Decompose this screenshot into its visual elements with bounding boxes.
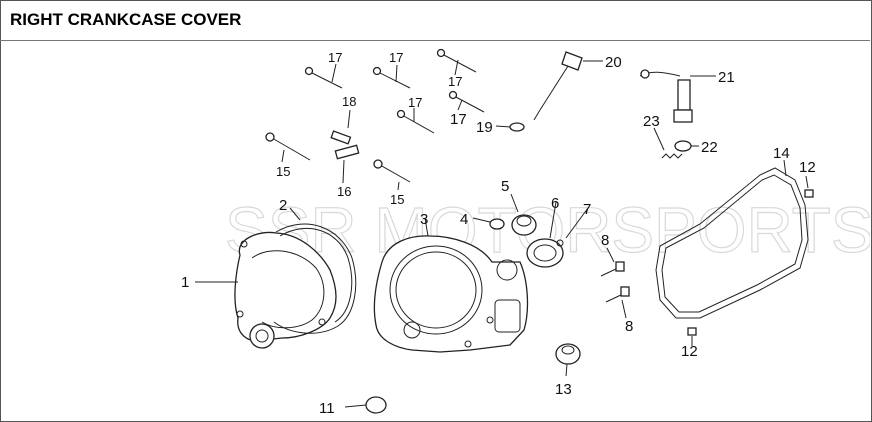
callout-3: 3: [420, 211, 428, 228]
part-bolt-17e: [396, 109, 435, 134]
callout-13: 13: [555, 381, 572, 398]
callout-20: 20: [605, 54, 622, 71]
part-clutch-cover: [234, 231, 337, 349]
part-neutral-switch: [639, 69, 693, 123]
part-cover-gasket: [655, 167, 809, 319]
part-bolt-17b: [372, 66, 411, 89]
part-bolt-17d: [448, 90, 485, 113]
callout-17d: 17: [450, 111, 467, 128]
callout-2: 2: [279, 197, 287, 214]
callout-17c: 17: [448, 74, 462, 89]
callout-5: 5: [501, 178, 509, 195]
callout-7: 7: [583, 201, 591, 218]
parts-diagram: SSR MOTORSPORTS: [181, 48, 870, 417]
callout-22: 22: [701, 139, 718, 156]
part-right-crankcase-cover: [373, 235, 529, 353]
callout-17b: 17: [389, 50, 403, 65]
callout-16: 16: [337, 184, 351, 199]
part-clutch-cover-gasket: [273, 223, 357, 334]
callout-12a: 12: [799, 159, 816, 176]
callout-15a: 15: [276, 164, 290, 179]
part-dowel-a: [804, 189, 814, 198]
part-o-ring: [365, 396, 387, 414]
callout-23: 23: [643, 113, 660, 130]
part-bracket: [330, 130, 360, 160]
callout-18: 18: [342, 94, 356, 109]
part-dowel-b: [687, 327, 697, 336]
part-bolt-8a: [600, 261, 625, 277]
part-bolt-17c: [436, 48, 477, 73]
callout-17a: 17: [328, 50, 342, 65]
part-washer-22: [674, 140, 692, 152]
callout-14: 14: [773, 145, 790, 162]
part-filter-cap: [511, 214, 537, 236]
part-bolt-17a: [304, 66, 343, 89]
callout-15b: 15: [390, 192, 404, 207]
callout-1: 1: [181, 274, 189, 291]
callout-4: 4: [460, 211, 468, 228]
page-title: RIGHT CRANKCASE COVER: [10, 10, 242, 29]
callout-19: 19: [476, 119, 493, 136]
callout-17e: 17: [408, 95, 422, 110]
part-bolt-8b: [605, 286, 630, 303]
callout-12b: 12: [681, 343, 698, 360]
part-washer: [489, 218, 505, 230]
part-bolt-15b: [373, 159, 411, 183]
callout-8a: 8: [601, 232, 609, 249]
part-dipstick: [533, 51, 583, 121]
callout-21: 21: [718, 69, 735, 86]
part-small-cover: [526, 238, 564, 268]
callout-8b: 8: [625, 318, 633, 335]
leader-lines: [195, 59, 809, 408]
part-drain-plug: [555, 343, 581, 365]
part-spring: [661, 153, 683, 159]
callout-11: 11: [319, 400, 335, 417]
header-bar: RIGHT CRANKCASE COVER: [0, 0, 870, 41]
part-washer-19: [509, 122, 525, 132]
callout-6: 6: [551, 195, 559, 212]
part-bolt-15a: [265, 132, 311, 161]
